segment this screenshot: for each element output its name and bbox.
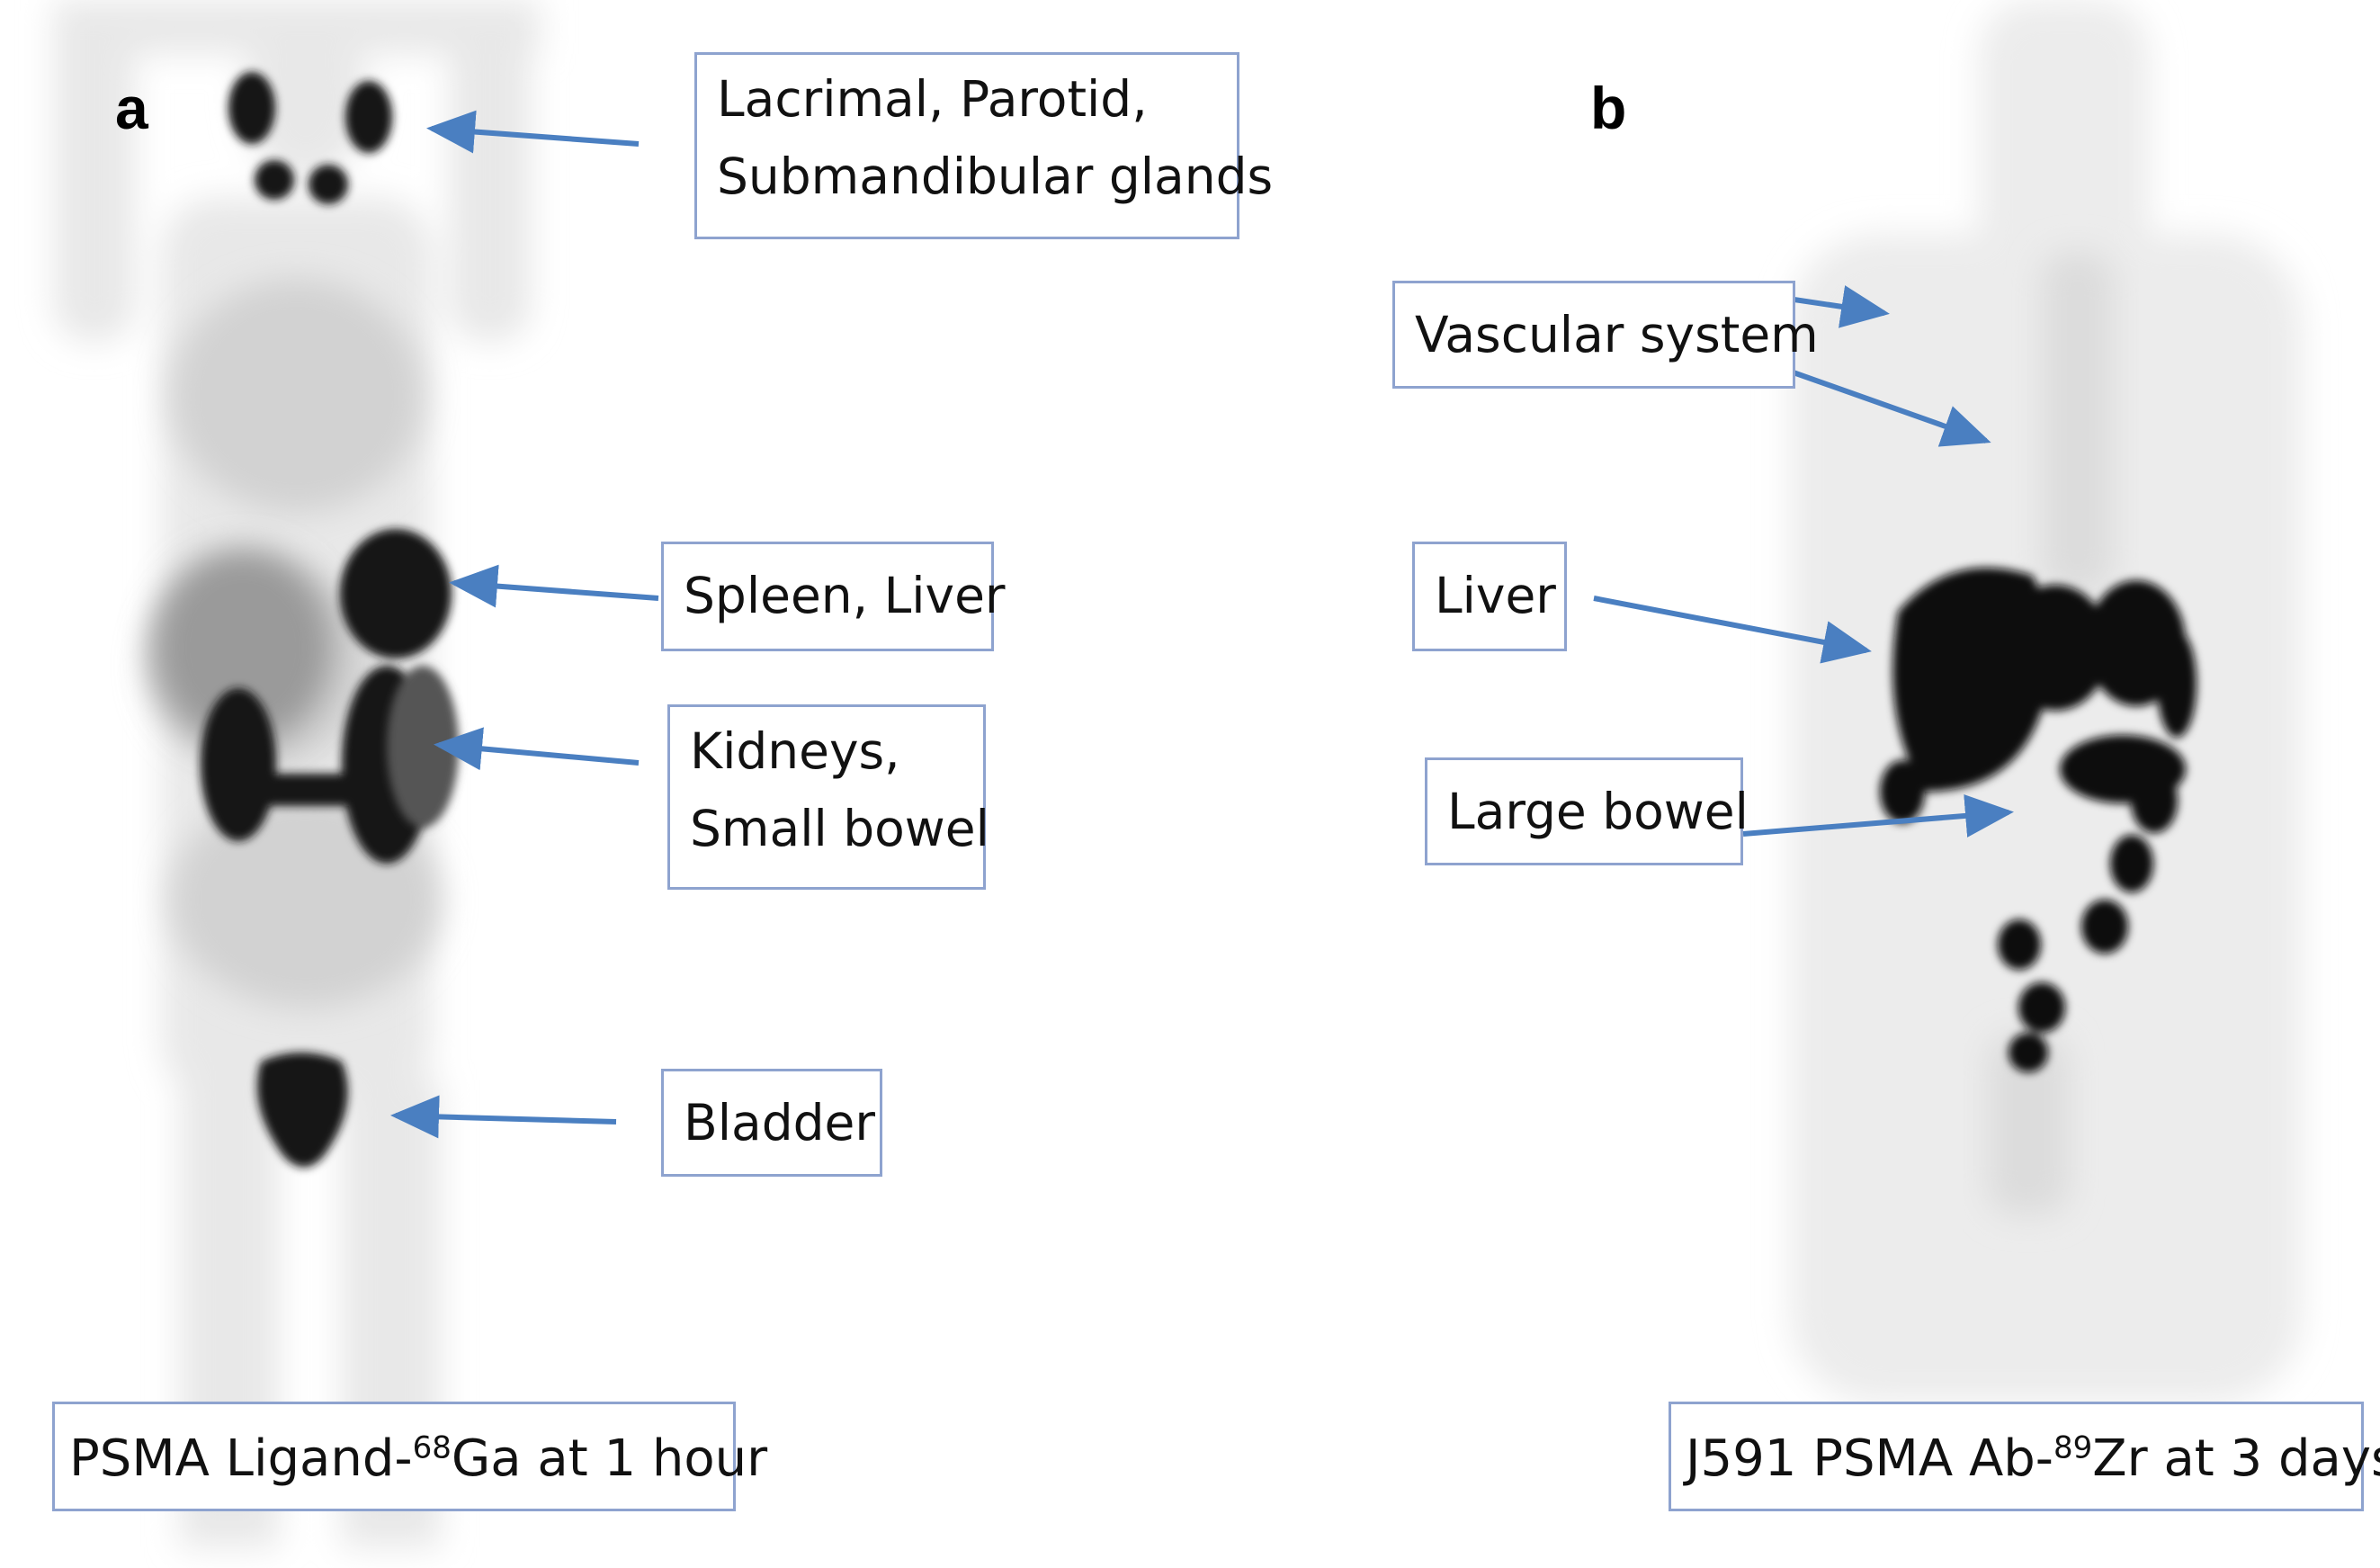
arrow-spleen-liver (449, 564, 659, 608)
label-spleen-liver: Spleen, Liver (661, 542, 1006, 651)
label-glands: Lacrimal, Parotid, Submandibular glands (694, 52, 1274, 239)
uptake-organs-b (1880, 568, 2197, 1072)
label-spleen-liver-text: Spleen, Liver (684, 567, 1006, 624)
arrow-vascular-upper (1787, 285, 1890, 328)
label-vascular-text: Vascular system (1415, 306, 1819, 363)
label-kidneys: Kidneys, Small bowel (667, 704, 989, 890)
panel-label-a: a (115, 75, 148, 141)
caption-a-suffix: Ga at 1 hour (451, 1429, 768, 1488)
label-glands-line1: Lacrimal, Parotid, (717, 70, 1148, 128)
arrow-bladder (390, 1095, 617, 1139)
label-kidneys-line2: Small bowel (690, 800, 989, 857)
arrow-large-bowel (1742, 793, 2014, 838)
caption-a: PSMA Ligand-68Ga at 1 hour (52, 1402, 767, 1511)
arrow-kidneys (434, 727, 640, 771)
label-large-bowel-text: Large bowel (1447, 783, 1749, 840)
caption-b-prefix: J591 PSMA Ab- (1686, 1429, 2054, 1488)
arrow-vascular-lower (1786, 368, 1991, 447)
label-bladder: Bladder (661, 1069, 882, 1177)
uptake-organs-a (201, 72, 452, 1168)
pet-scan-b (1790, 0, 2303, 1403)
caption-b-isotope-mass: 89 (2053, 1429, 2093, 1466)
caption-b: J591 PSMA Ab-89Zr at 3 days (1669, 1402, 2380, 1511)
label-bladder-text: Bladder (684, 1094, 875, 1151)
label-kidneys-line1: Kidneys, (690, 722, 900, 780)
label-liver-text: Liver (1435, 567, 1556, 624)
panel-label-b: b (1590, 75, 1627, 141)
caption-b-suffix: Zr at 3 days (2092, 1429, 2380, 1488)
label-glands-line2: Submandibular glands (717, 148, 1274, 205)
label-vascular: Vascular system (1392, 281, 1819, 389)
annotation-arrows (390, 110, 2014, 1139)
caption-a-prefix: PSMA Ligand- (69, 1429, 413, 1488)
label-large-bowel: Large bowel (1425, 757, 1749, 865)
caption-a-isotope-mass: 68 (412, 1429, 452, 1466)
arrow-glands (426, 110, 640, 154)
label-liver: Liver (1412, 542, 1567, 651)
arrow-liver (1593, 596, 1872, 664)
pet-scan-a (54, 0, 540, 1547)
